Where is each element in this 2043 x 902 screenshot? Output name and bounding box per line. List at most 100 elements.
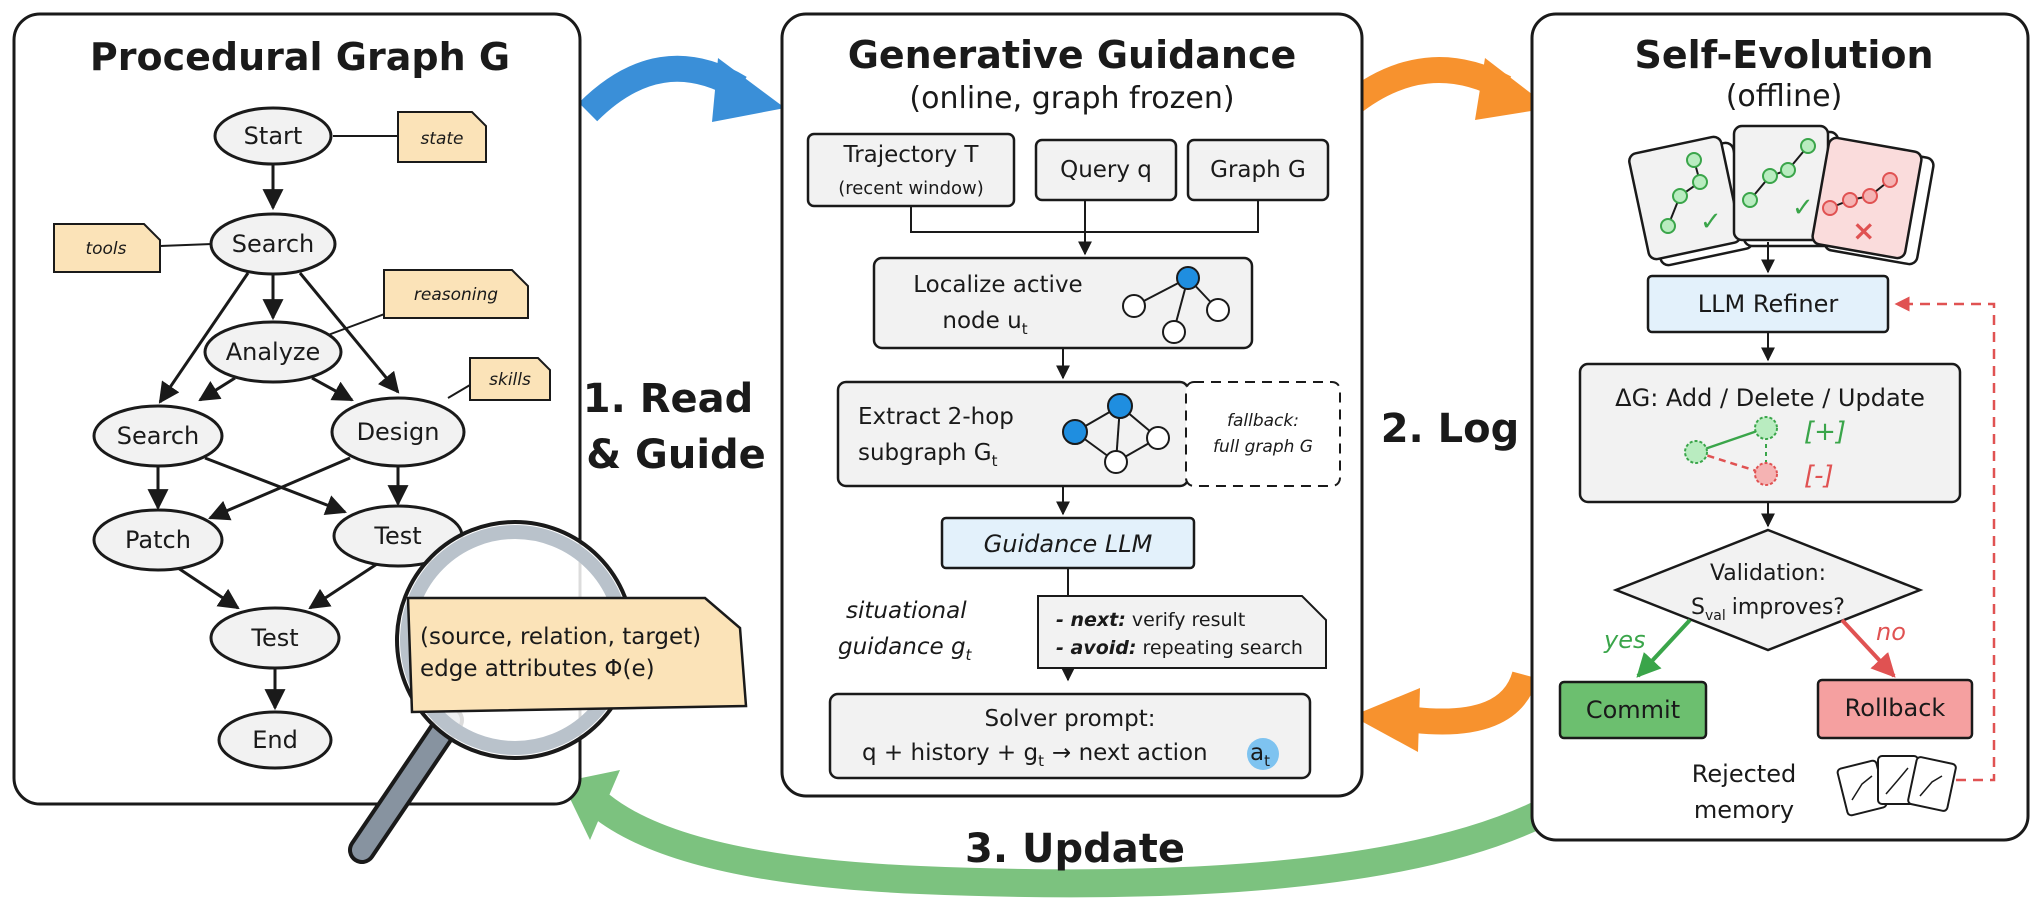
note-reasoning: reasoning <box>383 269 529 319</box>
svg-text:Commit: Commit <box>1586 696 1680 724</box>
self-evolution-subtitle: (offline) <box>1726 79 1843 114</box>
read-guide-label-2: & Guide <box>586 432 766 478</box>
llm-refiner-box: LLM Refiner <box>1646 274 1890 334</box>
svg-text:✓: ✓ <box>1792 193 1814 223</box>
rollback-box: Rollback <box>1816 678 1974 740</box>
delta-graph-box: ΔG: Add / Delete / Update [+] [-] <box>1578 362 1962 504</box>
graph-input-box: Graph G <box>1186 138 1330 202</box>
svg-text:- avoid:repeating search: - avoid:repeating search <box>1056 637 1303 659</box>
rejected-feedback-loop <box>1894 296 1996 782</box>
svg-text:situational: situational <box>846 598 967 624</box>
node-test-2: Test <box>209 606 341 670</box>
guidance-note: - next:verify result - avoid:repeating s… <box>1037 595 1327 669</box>
svg-text:Rollback: Rollback <box>1845 694 1946 722</box>
guidance-subtitle: (online, graph frozen) <box>909 81 1234 116</box>
svg-text:Guidance LLM: Guidance LLM <box>984 530 1153 558</box>
note-skills: skills <box>469 357 551 401</box>
action-highlight <box>1247 738 1279 770</box>
solver-prompt-box: Solver prompt: q + history + gt→ next ac… <box>828 692 1312 780</box>
node-test-1: Test <box>332 504 464 568</box>
svg-text:(recent window): (recent window) <box>838 178 984 199</box>
trajectory-cards: ✓ ✓ × <box>1628 124 1935 267</box>
svg-text:- next:verify result: - next:verify result <box>1056 609 1245 631</box>
localize-box: Localize active node ut <box>872 256 1254 350</box>
svg-text:LLM Refiner: LLM Refiner <box>1698 290 1839 318</box>
svg-text:reasoning: reasoning <box>414 285 498 305</box>
yes-branch: yes <box>1603 618 1692 678</box>
fallback-box: fallback: full graph G <box>1185 381 1341 487</box>
svg-text:Patch: Patch <box>125 526 191 554</box>
svg-text:Graph G: Graph G <box>1210 157 1306 183</box>
active-node-mini-graph-icon <box>1122 266 1230 344</box>
guidance-llm-box: Guidance LLM <box>940 516 1196 570</box>
svg-text:Localize active: Localize active <box>913 272 1082 298</box>
svg-text:yes: yes <box>1603 626 1645 654</box>
svg-text:Design: Design <box>357 418 440 446</box>
commit-box: Commit <box>1558 680 1708 740</box>
success-card-2: ✓ <box>1732 124 1840 248</box>
svg-text:Start: Start <box>244 122 303 150</box>
svg-text:Test: Test <box>373 522 421 550</box>
node-end: End <box>217 710 333 770</box>
svg-text:End: End <box>252 726 298 754</box>
subgraph-icon <box>1062 393 1170 474</box>
read-guide-label-1: 1. Read <box>583 376 754 422</box>
failed-card: × <box>1811 136 1935 266</box>
node-patch: Patch <box>92 508 224 572</box>
svg-text:✓: ✓ <box>1700 207 1722 237</box>
magnifier-line-2: edge attributes Φ(e) <box>420 656 655 682</box>
svg-text:q + history + gt→ next action: q + history + gt→ next action <box>862 740 1208 770</box>
svg-text:×: × <box>1852 214 1875 247</box>
success-card-1: ✓ <box>1628 135 1754 267</box>
svg-text:no: no <box>1876 618 1906 646</box>
svg-text:full graph G: full graph G <box>1213 437 1313 457</box>
rejected-memory: Rejected memory <box>1692 755 1957 824</box>
graph-edges <box>147 135 471 711</box>
input-merge-connectors <box>910 200 1259 256</box>
rejected-cards-icon <box>1836 755 1957 817</box>
svg-text:node ut: node ut <box>942 308 1027 338</box>
svg-text:tools: tools <box>85 239 126 259</box>
svg-text:Rejected: Rejected <box>1692 760 1796 788</box>
svg-text:Trajectory T: Trajectory T <box>843 142 980 168</box>
svg-text:Validation:: Validation: <box>1710 561 1826 586</box>
note-state: state <box>397 111 487 163</box>
procedural-graph-title: Procedural Graph G <box>90 35 510 79</box>
svg-text:ΔG: Add / Delete / Update: ΔG: Add / Delete / Update <box>1615 384 1925 412</box>
situational-guidance-label: situational guidance gt <box>838 598 973 664</box>
node-start: Start <box>213 106 333 166</box>
svg-text:Analyze: Analyze <box>226 338 321 366</box>
node-search-2: Search <box>92 404 224 468</box>
svg-text:guidance gt: guidance gt <box>838 634 973 664</box>
svg-text:Query q: Query q <box>1060 157 1152 183</box>
svg-text:Test: Test <box>250 624 298 652</box>
node-analyze: Analyze <box>203 320 343 384</box>
svg-text:state: state <box>420 129 463 149</box>
svg-text:memory: memory <box>1694 796 1794 824</box>
node-design: Design <box>330 396 466 468</box>
log-label: 2. Log <box>1381 406 1520 452</box>
note-tools: tools <box>53 223 161 273</box>
guidance-title: Generative Guidance <box>848 33 1297 77</box>
extract-subgraph-box: Extract 2-hop subgraph Gt <box>836 380 1190 488</box>
update-label: 3. Update <box>965 826 1185 872</box>
svg-text:fallback:: fallback: <box>1227 411 1299 431</box>
svg-text:skills: skills <box>489 370 531 390</box>
svg-text:at: at <box>1250 740 1270 770</box>
delete-marker: [-] <box>1804 461 1834 491</box>
svg-text:subgraph Gt: subgraph Gt <box>858 440 998 470</box>
log-arrow <box>1341 57 1550 120</box>
svg-text:Search: Search <box>232 230 314 258</box>
add-marker: [+] <box>1804 417 1846 447</box>
read-guide-arrow <box>578 55 785 122</box>
node-search-1: Search <box>209 212 337 276</box>
magnifier-line-1: (source, relation, target) <box>420 624 701 650</box>
svg-text:Search: Search <box>117 422 199 450</box>
svg-text:Extract 2-hop: Extract 2-hop <box>858 404 1014 430</box>
query-box: Query q <box>1034 138 1178 202</box>
guidance-return-arrow <box>1352 670 1538 752</box>
no-branch: no <box>1840 618 1906 678</box>
svg-text:Solver prompt:: Solver prompt: <box>985 706 1156 732</box>
